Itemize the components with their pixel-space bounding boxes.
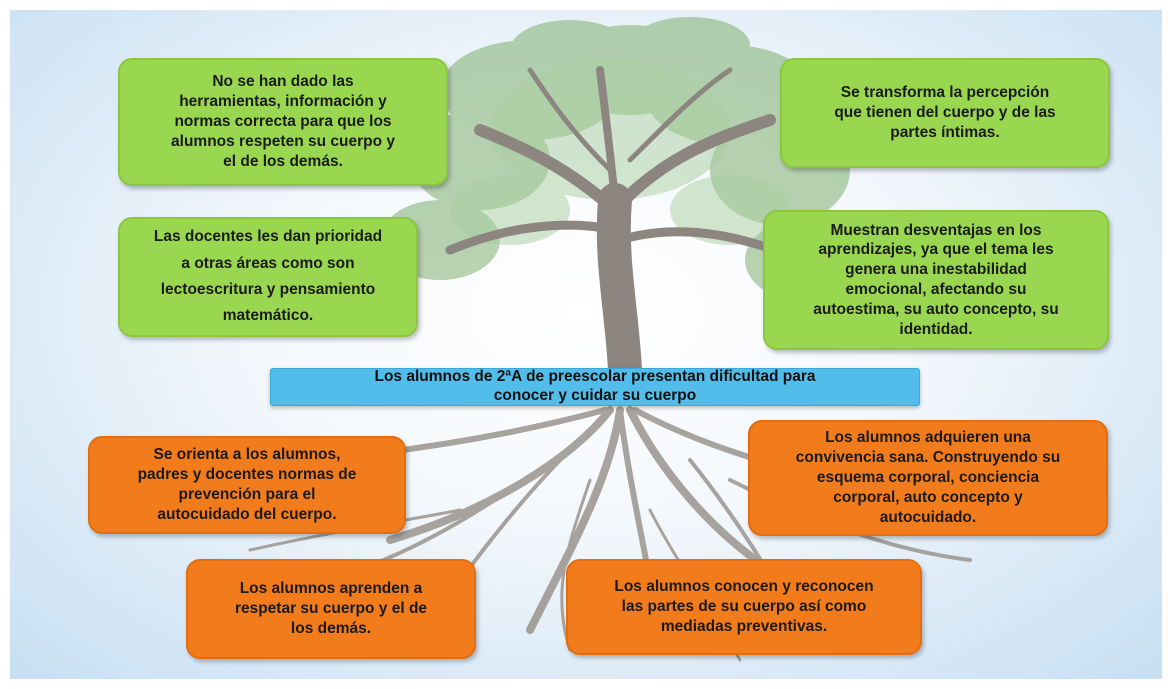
box-line: autocuidado. <box>879 508 977 526</box>
green-box-mid-left: Las docentes les dan prioridad a otras á… <box>118 217 418 337</box>
orange-box-mid-right: Los alumnos adquieren una convivencia sa… <box>748 420 1108 536</box>
box-line: a otras áreas como son <box>181 254 355 272</box>
box-line: No se han dado las <box>212 73 354 91</box>
box-line: normas correcta para que los <box>174 113 392 131</box>
box-line: matemático. <box>222 307 314 325</box>
box-line: corporal, auto concepto y <box>833 488 1023 506</box>
box-line: genera una inestabilidad <box>845 261 1027 279</box>
green-box-top-left: No se han dado las herramientas, informa… <box>118 58 448 186</box>
box-line: lectoescritura y pensamiento <box>160 281 376 298</box>
banner-line: conocer y cuidar su cuerpo <box>493 387 697 404</box>
box-line: alumnos respeten su cuerpo y <box>171 132 395 150</box>
box-line: emocional, afectando su <box>845 281 1027 298</box>
box-line: el de los demás. <box>223 152 343 170</box>
green-box-top-right: Se transforma la percepción que tienen d… <box>780 58 1110 168</box>
box-line: los demás. <box>290 619 372 637</box>
box-line: esquema corporal, conciencia <box>816 469 1040 487</box>
orange-box-mid-left: Se orienta a los alumnos, padres y docen… <box>88 436 406 534</box>
box-line: Las docentes les dan prioridad <box>153 228 383 246</box>
box-line: Los alumnos aprenden a <box>239 580 423 598</box>
roots <box>248 406 972 662</box>
box-line: partes íntimas. <box>890 123 1000 141</box>
box-line: Muestran desventajas en los <box>830 221 1042 239</box>
box-line: padres y docentes normas de <box>137 466 357 484</box>
box-line: Los alumnos adquieren una <box>825 429 1031 447</box>
box-line: Se transforma la percepción <box>840 84 1050 102</box>
box-line: herramientas, información y <box>179 93 387 111</box>
diagram-frame: No se han dado las herramientas, informa… <box>10 10 1162 679</box>
orange-box-bottom-left: Los alumnos aprenden a respetar su cuerp… <box>186 559 476 659</box>
central-problem-banner: Los alumnos de 2ªA de preescolar present… <box>270 368 920 406</box>
orange-box-bottom-right: Los alumnos conocen y reconocen las part… <box>566 559 922 655</box>
box-line: Se orienta a los alumnos, <box>153 446 341 464</box>
box-line: convivencia sana. Construyendo su <box>795 449 1061 467</box>
green-box-mid-right: Muestran desventajas en los aprendizajes… <box>763 210 1109 350</box>
box-line: aprendizajes, ya que el tema les <box>818 241 1054 259</box>
box-line: mediadas preventivas. <box>660 617 828 635</box>
box-line: autocuidado del cuerpo. <box>157 505 337 523</box>
box-line: autoestima, su auto concepto, su <box>813 300 1059 318</box>
box-line: identidad. <box>899 320 973 338</box>
box-line: las partes de su cuerpo así como <box>621 598 867 616</box>
box-line: respetar su cuerpo y el de <box>234 600 428 618</box>
box-line: que tienen del cuerpo y de las <box>834 104 1056 122</box>
banner-line: Los alumnos de 2ªA de preescolar present… <box>374 368 816 386</box>
box-line: prevención para el <box>178 486 316 503</box>
box-line: Los alumnos conocen y reconocen <box>614 578 874 596</box>
